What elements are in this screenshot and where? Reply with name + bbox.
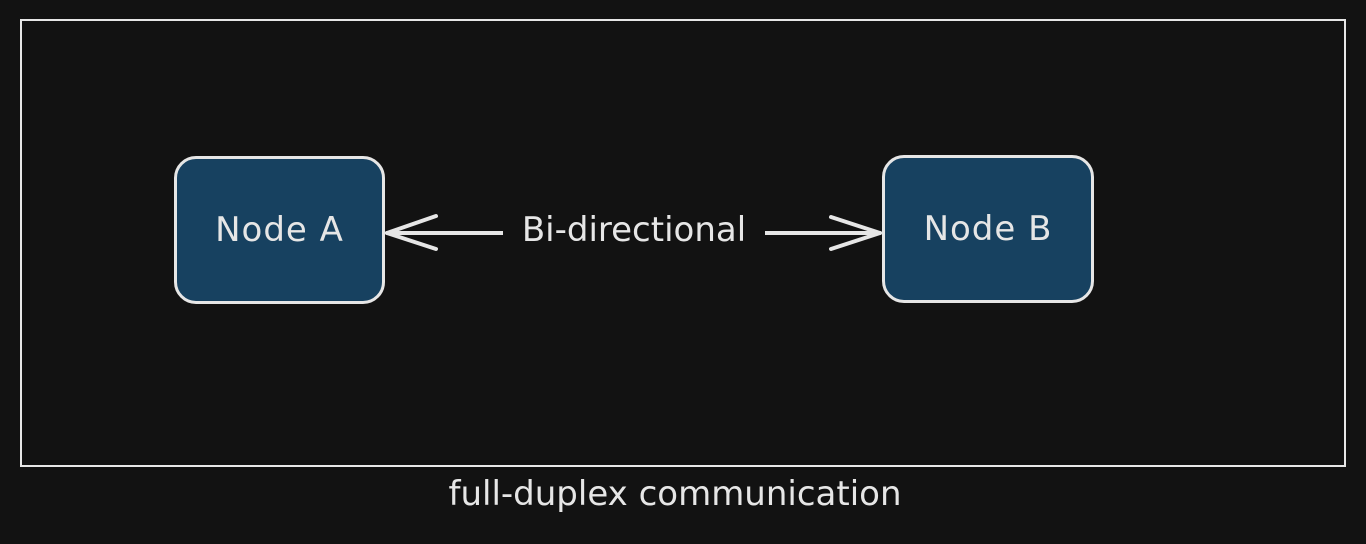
edge-label: Bi-directional bbox=[503, 206, 765, 254]
diagram-caption: full-duplex communication bbox=[0, 474, 1366, 514]
edge-label-text: Bi-directional bbox=[521, 210, 747, 250]
node-a-label: Node A bbox=[215, 210, 344, 250]
node-a[interactable]: Node A bbox=[174, 156, 385, 304]
diagram-frame bbox=[20, 19, 1346, 467]
node-b[interactable]: Node B bbox=[882, 155, 1094, 303]
node-b-label: Node B bbox=[923, 209, 1053, 249]
arrowhead-left-icon bbox=[385, 214, 438, 251]
arrowhead-right-icon bbox=[829, 215, 882, 251]
caption-text: full-duplex communication bbox=[448, 474, 902, 514]
